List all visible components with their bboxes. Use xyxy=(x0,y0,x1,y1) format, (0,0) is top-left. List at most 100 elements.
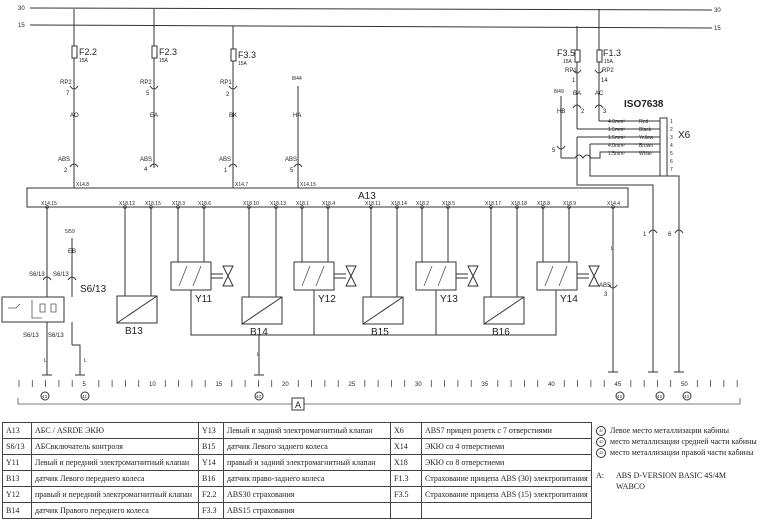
pin-label: 5 xyxy=(290,168,294,174)
ruler-label: 40 xyxy=(548,382,555,388)
ground-mark-label: 43 xyxy=(684,394,690,399)
pin-label: 2 xyxy=(64,168,68,174)
component-description: Страхование прицепа ABS (30) электропита… xyxy=(421,470,592,487)
terminal-label: X14.7 xyxy=(235,182,248,188)
ground-mark-label: 43 xyxy=(256,394,262,399)
fuse-label: F3.3 xyxy=(238,50,256,60)
pin-label: 1 xyxy=(670,119,673,125)
wire-code: L xyxy=(84,358,87,364)
ecu-pin-label: X18.3 xyxy=(172,201,185,207)
terminal-label: X14.15 xyxy=(300,182,316,188)
connector-icon xyxy=(149,85,159,90)
right-grounds: ABS 3 L 1 6 xyxy=(599,207,684,373)
fuse-icon xyxy=(151,45,158,59)
valve-icon xyxy=(577,265,600,287)
abs-connector-label: ABS xyxy=(599,283,611,289)
valve-y14: Y14 xyxy=(536,207,600,305)
valve-label: Y11 xyxy=(195,294,212,305)
footnote-line1: ABS D-VERSION BASIC 4S/4M xyxy=(616,471,727,480)
ground-mark-icon xyxy=(682,391,692,401)
fuse-branch-f35: F3.5 15A RP1 1 BA 2 xyxy=(557,26,660,130)
component-description: ABS15 страхования xyxy=(223,502,391,519)
footnote-key: A: xyxy=(596,471,604,480)
connector-icon xyxy=(69,85,79,90)
relay-label: RP2 xyxy=(60,80,72,86)
pin-label: 2 xyxy=(581,109,585,115)
component-code: X18 xyxy=(390,454,422,471)
wire-size: 1.5mm² xyxy=(608,127,625,133)
connector-icon xyxy=(149,163,159,168)
connector-icon xyxy=(556,145,566,150)
pin-label: 1 xyxy=(643,232,647,238)
ecu-pin-label: X18.14 xyxy=(391,201,407,207)
ecu-pin-label: X18.18 xyxy=(511,201,527,207)
ecu-pin-label: X18.17 xyxy=(485,201,501,207)
solenoid-icon xyxy=(415,261,457,291)
connector-icon xyxy=(228,163,238,168)
terminal-label: X14.8 xyxy=(76,182,89,188)
pin-label: 5 xyxy=(670,151,673,157)
rail-30-label: 30 xyxy=(18,6,25,12)
sensor-b16: B16 xyxy=(483,207,525,338)
pin-label: 6 xyxy=(668,232,672,238)
branch-ha: 8/44 HA ABS 5 xyxy=(285,76,303,188)
component-description: правый и передний электромагнитный клапа… xyxy=(31,486,199,503)
wire-color: Yellow xyxy=(639,135,654,141)
pin-label: 5 xyxy=(146,91,150,97)
fuse-icon xyxy=(71,45,78,59)
component-description: ЭКЮ со 4 отверстиеми xyxy=(421,438,592,455)
pin-label: 7 xyxy=(670,167,673,173)
connector-label: S6/13 xyxy=(29,272,45,278)
component-code: X6 xyxy=(390,422,422,439)
wire-color: Red xyxy=(639,119,648,125)
pin-label: 2 xyxy=(226,92,230,98)
reference-label: 8/44 xyxy=(292,76,302,82)
wire-color: Black xyxy=(639,127,652,133)
valve-y13: Y13 xyxy=(415,207,479,305)
iso-title: ISO7638 xyxy=(624,99,664,110)
pin-label: 1 xyxy=(572,78,576,84)
ecu-pin-label: X18.4 xyxy=(322,201,335,207)
ground-mark-icon xyxy=(254,391,264,401)
footnote: A: ABS D-VERSION BASIC 4S/4M xyxy=(596,470,757,481)
ruler-label: 15 xyxy=(216,382,223,388)
ground-mark-icon xyxy=(40,391,50,401)
connector-icon xyxy=(293,163,303,168)
reference-label: 8/49 xyxy=(554,89,564,95)
pin-label: 3 xyxy=(603,109,607,115)
pin-label: 4 xyxy=(144,167,148,173)
ground-mark-label: 41 xyxy=(82,394,88,399)
ruler-label: 10 xyxy=(149,382,156,388)
ground-mark-icon xyxy=(80,391,90,401)
component-code: X14 xyxy=(390,438,422,455)
relay-label: RP2 xyxy=(602,68,614,74)
ground-mark-icon: 43 xyxy=(596,447,606,458)
ecu-pin-label: X14.4 xyxy=(607,201,620,207)
pin-label: 6 xyxy=(670,159,673,165)
pin-label: 1 xyxy=(224,168,228,174)
relay-label: RP2 xyxy=(140,80,152,86)
section-label: A xyxy=(295,400,301,410)
valve-label: Y14 xyxy=(560,294,578,305)
ruler-label: 20 xyxy=(282,382,289,388)
connector-label: S6/13 xyxy=(53,272,69,278)
wire-size: 4.0mm² xyxy=(608,119,625,125)
wire-color: White xyxy=(639,151,652,157)
wire-color: Brown xyxy=(639,143,653,149)
sensor-b15: B15 xyxy=(362,207,404,338)
solenoid-icon xyxy=(536,261,578,291)
ecu-pin-label: X18.1 xyxy=(296,201,309,207)
fuse-rating: 15A xyxy=(238,61,248,67)
component-description: датчик Правого переднего колеса xyxy=(31,502,199,519)
ground-mark-label: 43 xyxy=(657,394,663,399)
wire-code: HB xyxy=(557,109,565,115)
fuse-branch-f22: F2.2 15A RP2 7 AO ABS 2 xyxy=(58,9,97,188)
connector-label: S6/13 xyxy=(23,333,39,339)
sensor-b14: B14 xyxy=(241,207,283,338)
sensor-label: B13 xyxy=(125,326,143,337)
fuse-rating: 15A xyxy=(563,59,573,65)
